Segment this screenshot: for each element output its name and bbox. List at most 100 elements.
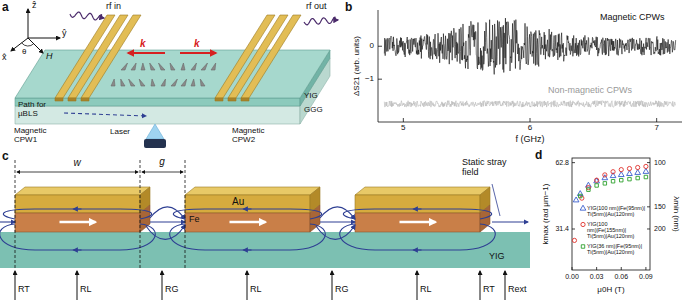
wave-vector-arrow <box>180 52 216 54</box>
tick-label: 150 <box>654 203 666 211</box>
laser-beam <box>146 124 164 139</box>
stray-field-line <box>0 221 15 222</box>
spin-cone <box>161 79 165 86</box>
reflection-label: RG <box>165 285 179 295</box>
axis-name: ŷ <box>62 29 67 39</box>
axis-name: ẑ <box>32 1 37 11</box>
legend-entry: YIG(36 nm)|Fe(95nm)| Ti(5nm)|Au(120nm) <box>579 243 649 256</box>
cpw-strip <box>68 15 128 98</box>
part-label: Magnetic CPW2 <box>232 127 278 145</box>
axis-arrow <box>28 38 60 39</box>
axis-title: μ0H (T) <box>597 286 624 295</box>
angle-arc <box>22 43 34 46</box>
magnetization-arrow <box>230 221 266 224</box>
stray-field-line <box>146 225 185 239</box>
axis-tick <box>656 118 657 122</box>
stray-field-line <box>414 249 422 250</box>
path-label: Path for µBLS <box>18 101 62 119</box>
legend-marker <box>579 221 587 228</box>
cpw-strip <box>55 98 63 101</box>
reflection-arrow <box>162 271 163 300</box>
reflection-arrow <box>480 271 481 300</box>
legend-marker <box>581 222 585 226</box>
spin-cone <box>129 79 135 86</box>
dimension-guide <box>185 160 186 268</box>
tick-label: 6 <box>528 124 532 133</box>
reflection-arrow <box>77 271 78 300</box>
plot-frame <box>572 158 650 270</box>
magnetization-arrow <box>400 221 436 224</box>
stray-field-line <box>340 224 496 250</box>
rf-wave <box>70 12 104 20</box>
axis-title: f (GHz) <box>516 135 545 145</box>
data-point <box>611 180 614 183</box>
axis-tick <box>572 162 575 163</box>
legend-marker <box>581 244 584 247</box>
au-strip <box>15 187 150 195</box>
tick-label: 7 <box>654 124 658 133</box>
spin-cone <box>159 63 165 70</box>
dimension-arrow <box>142 172 183 173</box>
panel-letter: d <box>535 149 542 162</box>
wave-vector-name: k <box>194 38 200 49</box>
data-point <box>594 178 600 183</box>
axis-tick <box>572 267 573 270</box>
axis-tick <box>378 46 382 47</box>
tick-label: 5 <box>401 124 405 133</box>
data-point <box>643 168 649 173</box>
tick-label: 0.09 <box>639 273 653 281</box>
reflection-label: RT <box>483 285 495 295</box>
field-label: Static stray field <box>462 158 520 178</box>
stray-field-line <box>414 208 422 209</box>
layer-label: YIG <box>489 252 505 262</box>
panel-letter: b <box>345 1 352 14</box>
legend-marker <box>580 205 586 210</box>
axis-tick <box>647 162 650 163</box>
stray-field-line <box>316 225 355 239</box>
stray-field-line <box>0 224 155 250</box>
cpw-strip <box>81 15 141 98</box>
spin-cone <box>191 63 196 70</box>
stray-field-line <box>244 208 252 209</box>
data-trace <box>384 18 675 74</box>
data-point <box>644 175 647 178</box>
au-strip <box>355 195 480 213</box>
axis-line <box>378 10 682 122</box>
cross-section <box>0 160 530 300</box>
bls-path-arrow <box>64 113 146 116</box>
tick-label: 31.4 <box>555 225 569 233</box>
reflection-label: RL <box>80 285 92 295</box>
data-point <box>587 188 590 191</box>
stray-field-line <box>320 207 355 219</box>
stray-field-line <box>74 208 82 209</box>
cpw-strip <box>215 98 223 101</box>
tick-label: 62.8 <box>555 159 569 167</box>
panel-letter: a <box>2 1 9 14</box>
fe-strip <box>355 213 480 232</box>
spin-cone <box>200 79 205 86</box>
reflection-label: RL <box>420 285 432 295</box>
reflection-arrow <box>332 271 333 300</box>
data-point <box>595 184 598 187</box>
spin-cone <box>201 63 207 70</box>
tick-label: 0.00 <box>565 273 579 281</box>
axis-name: x̂ <box>2 53 7 63</box>
data-point <box>618 172 624 177</box>
dimension-label: w <box>73 157 80 168</box>
tick-label: 0.06 <box>614 273 628 281</box>
stray-field-line <box>170 224 326 250</box>
dimension-label: g <box>159 156 165 167</box>
wave-vector-arrow <box>128 52 165 54</box>
curve-label: Non-magnetic CPWs <box>548 86 632 96</box>
au-strip <box>185 187 320 195</box>
stray-field-line <box>343 209 491 219</box>
spin-cone <box>181 63 185 70</box>
data-point <box>635 170 641 175</box>
fe-strip <box>185 213 310 232</box>
data-point <box>636 165 640 169</box>
data-point <box>572 238 576 242</box>
axis-tick <box>403 118 404 122</box>
au-strip <box>355 187 490 195</box>
spin-cone <box>121 79 125 86</box>
spin-cone <box>151 79 155 86</box>
